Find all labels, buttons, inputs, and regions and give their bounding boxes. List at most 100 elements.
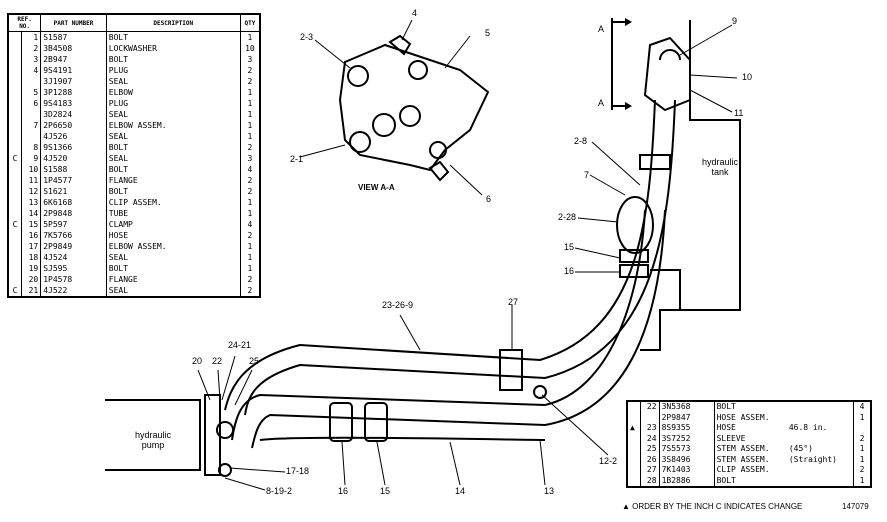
parts2-cell-qty: 2 <box>853 465 872 476</box>
parts2-cell-extra <box>786 433 854 444</box>
parts-cell-ref: 11 <box>21 175 42 186</box>
parts-cell-ref: 6 <box>21 98 42 109</box>
port-circle <box>429 141 447 159</box>
parts-cell-ref: 18 <box>21 252 42 263</box>
parts-cell-ref: 16 <box>21 230 42 241</box>
callout-12-2: 12-2 <box>599 456 618 466</box>
parts2-cell-mark <box>627 465 640 476</box>
parts2-cell-extra <box>786 401 854 413</box>
parts2-cell-extra: (Straight) <box>786 454 854 465</box>
callout-14: 14 <box>455 486 466 496</box>
parts-table-header: REF. NO. PART NUMBER DESCRIPTION QTY <box>7 13 261 32</box>
parts2-cell-mark <box>627 413 640 424</box>
parts2-cell-extra: (45°) <box>786 444 854 455</box>
parts-cell-qty: 2 <box>239 230 261 241</box>
parts2-cell-pn: 1B2886 <box>658 475 715 487</box>
parts-cell-desc: ELBOW ASSEM. <box>105 241 241 252</box>
callout-24-21: 24-21 <box>228 340 252 350</box>
parts2-cell-desc: HOSE <box>716 423 736 432</box>
parts2-cell-ref: 26 <box>639 454 660 465</box>
hose-upper <box>224 99 656 411</box>
pump-outline <box>105 399 201 471</box>
parts-cell-qty: 1 <box>239 87 261 98</box>
callout-20: 20 <box>192 356 203 366</box>
parts2-cell-mark: ▲ <box>630 423 635 432</box>
parts-cell-desc: TUBE <box>105 208 241 219</box>
parts-cell-desc: BOLT <box>105 31 241 43</box>
parts-cell-ref <box>21 76 42 87</box>
callout-a-top: A <box>598 24 605 34</box>
parts-cell-desc: BOLT <box>105 142 241 153</box>
parts-cell-qty: 1 <box>239 197 261 208</box>
parts2-cell-mark <box>627 476 640 488</box>
parts2-cell-desc: STEM ASSEM. <box>716 444 770 453</box>
clamp <box>329 402 353 442</box>
callout-6: 6 <box>486 194 492 204</box>
port-circle <box>347 65 369 87</box>
parts2-cell-desc: BOLT <box>716 475 736 485</box>
callout-13: 13 <box>544 486 555 496</box>
parts2-cell-qty: 1 <box>853 444 872 455</box>
clamp <box>364 402 388 442</box>
parts-cell-desc: SEAL <box>105 76 241 87</box>
parts-cell-ref: 17 <box>21 241 42 252</box>
parts-cell-qty: 2 <box>239 186 261 197</box>
parts-cell-qty: 2 <box>239 65 261 76</box>
callout-2-1: 2-1 <box>290 154 304 164</box>
parts-cell-ref: 20 <box>21 274 42 285</box>
tank-outline <box>640 20 741 351</box>
callout-17-18: 17-18 <box>286 466 310 476</box>
callout-22: 22 <box>212 356 223 366</box>
parts-cell-desc: SEAL <box>105 252 241 263</box>
callout-16: 16 <box>564 266 575 276</box>
parts-cell-ref: 14 <box>21 208 42 219</box>
port-circle <box>399 105 421 127</box>
parts-cell-qty: 1 <box>239 208 261 219</box>
parts2-cell-mark <box>627 401 640 413</box>
callout-10: 10 <box>742 72 753 82</box>
pump-label: hydraulic pump <box>134 430 172 450</box>
parts-cell-ref <box>21 109 42 120</box>
parts2-cell-qty: 1 <box>853 412 872 423</box>
callout-15-lower: 15 <box>380 486 391 496</box>
view-a-a-flange <box>338 43 490 172</box>
parts2-cell-pn: 3S7252 <box>658 433 715 444</box>
hose-lower <box>231 209 646 441</box>
view-label: VIEW A-A <box>358 183 395 192</box>
parts2-cell-ref: 25 <box>639 444 660 455</box>
parts-cell-desc: BOLT <box>105 186 241 197</box>
parts-cell-qty: 2 <box>239 76 261 87</box>
port-circle <box>408 60 428 80</box>
parts-cell-qty: 1 <box>239 31 261 43</box>
parts-cell-qty: 2 <box>239 274 261 285</box>
parts-cell-desc: BOLT <box>105 164 241 175</box>
callout-8-19-2: 8-19-2 <box>266 486 293 496</box>
parts-cell-ref: 4 <box>21 65 42 76</box>
hose-lower-inner <box>251 209 666 449</box>
parts-cell-qty: 1 <box>239 98 261 109</box>
parts2-cell-pn: 7K1403 <box>658 465 715 476</box>
parts-cell-ref: 2 <box>21 43 42 54</box>
parts2-cell-extra: 46.8 in. <box>786 423 854 434</box>
parts2-cell-pn: 2P9847 <box>658 412 715 423</box>
parts-cell-ref: 1 <box>21 31 42 43</box>
parts-cell-desc: LOCKWASHER <box>105 43 241 54</box>
